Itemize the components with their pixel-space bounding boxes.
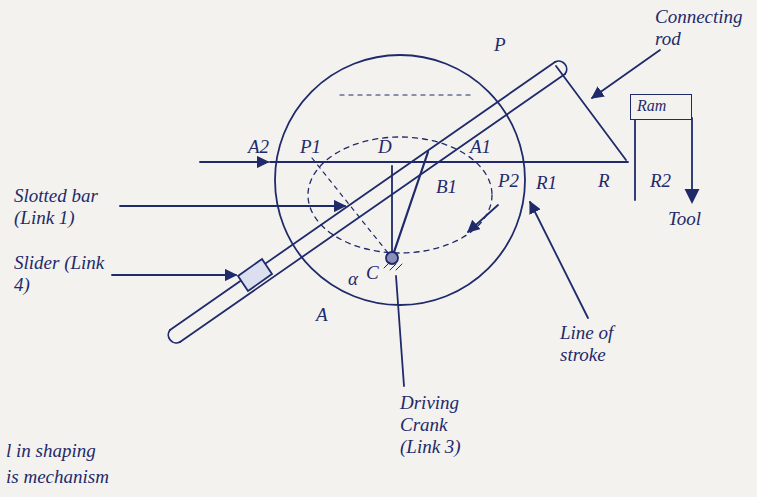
leader-arrow bbox=[468, 205, 498, 232]
ram-body bbox=[634, 118, 636, 200]
part-label: P2 bbox=[498, 170, 519, 192]
leader-arrow bbox=[592, 50, 660, 98]
node-text: Ram bbox=[637, 97, 685, 115]
fixed-link bbox=[391, 166, 393, 255]
driving-crank bbox=[392, 152, 428, 258]
crank-pivot bbox=[386, 252, 398, 264]
slotted-bar bbox=[180, 74, 565, 342]
part-label: R1 bbox=[536, 172, 557, 194]
part-label: Slotted bar (Link 1) bbox=[14, 185, 114, 229]
extreme-position bbox=[312, 158, 392, 258]
part-label: Connecting rod bbox=[655, 6, 751, 50]
leader-arrow bbox=[120, 205, 345, 207]
slotted-bar-end bbox=[168, 330, 180, 343]
leader-arrow bbox=[530, 202, 588, 318]
part-label: B1 bbox=[436, 176, 457, 198]
stroke-line bbox=[270, 161, 628, 163]
part-label: l in shaping bbox=[6, 440, 96, 462]
part-label: Driving Crank (Link 3) bbox=[400, 392, 480, 458]
part-label: P1 bbox=[300, 136, 321, 158]
hatch bbox=[396, 264, 402, 270]
ram-body bbox=[691, 118, 693, 190]
part-label: Tool bbox=[668, 208, 701, 230]
part-label: C bbox=[366, 262, 379, 284]
part-label: R2 bbox=[650, 170, 671, 192]
part-label: R bbox=[598, 170, 610, 192]
leader-line bbox=[396, 276, 404, 386]
part-label: Line of stroke bbox=[560, 322, 640, 366]
part-label: A2 bbox=[248, 136, 269, 158]
arrow bbox=[200, 161, 268, 163]
slider-block bbox=[238, 259, 272, 291]
connecting-rod bbox=[556, 66, 626, 160]
part-label: is mechanism bbox=[6, 466, 109, 488]
part-label: Slider (Link 4) bbox=[14, 252, 106, 296]
outer-circle bbox=[275, 55, 525, 305]
leader-arrow bbox=[112, 274, 236, 276]
part-label: A1 bbox=[470, 136, 491, 158]
tool-symbol bbox=[686, 190, 698, 202]
part-label: A bbox=[316, 304, 328, 326]
hatch bbox=[390, 264, 396, 270]
part-label: P bbox=[494, 34, 506, 56]
hatch bbox=[384, 262, 390, 268]
part-label: D bbox=[378, 136, 392, 158]
slotted-bar bbox=[170, 62, 555, 330]
dashed-arc bbox=[340, 94, 470, 95]
part-label: α bbox=[348, 268, 358, 290]
ram-box: Ram bbox=[630, 94, 692, 120]
